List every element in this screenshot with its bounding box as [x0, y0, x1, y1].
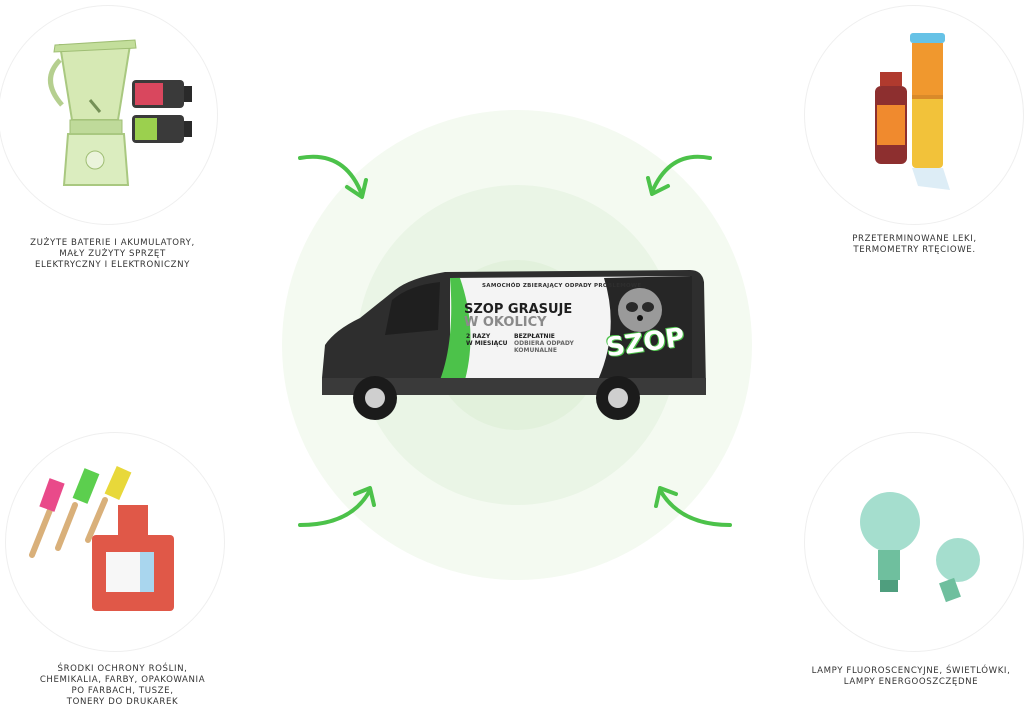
van-free-line-3: KOMUNALNE — [514, 347, 557, 354]
van-headline-2: W OKOLICY — [464, 315, 547, 330]
van-headline-1: SZOP GRASUJE — [464, 302, 573, 317]
label-line: ZUŻYTE BATERIE I AKUMULATORY, — [30, 238, 195, 248]
van-frequency-line-1: 2 RAZY — [466, 333, 491, 340]
label-line: PRZETERMINOWANE LEKI, — [852, 234, 977, 244]
van-free-line-1: BEZPŁATNIE — [514, 333, 555, 340]
label-line: MAŁY ZUŻYTY SPRZĘT — [59, 249, 166, 259]
label-lamps: LAMPY FLUOROSCENCYJNE, ŚWIETLÓWKI, LAMPY… — [800, 666, 1022, 688]
label-line: LAMPY ENERGOOSZCZĘDNE — [843, 677, 979, 687]
label-line: ŚRODKI OCHRONY ROŚLIN, — [57, 664, 188, 674]
van-free-line-2: ODBIERA ODPADY — [514, 340, 574, 347]
label-line: PO FARBACH, TUSZE, — [71, 686, 174, 696]
van-top-strip: SAMOCHÓD ZBIERAJĄCY ODPADY PROBLEMOWE — [482, 283, 642, 289]
van-free-service: BEZPŁATNIE ODBIERA ODPADY KOMUNALNE — [514, 333, 574, 354]
label-line: LAMPY FLUOROSCENCYJNE, ŚWIETLÓWKI, — [811, 666, 1011, 676]
label-line: ELEKTRYCZNY I ELEKTRONICZNY — [35, 260, 190, 270]
label-medicine: PRZETERMINOWANE LEKI, TERMOMETRY RTĘCIOW… — [812, 234, 1017, 256]
label-chemicals: ŚRODKI OCHRONY ROŚLIN, CHEMIKALIA, FARBY… — [20, 664, 225, 708]
lamps-circle — [804, 432, 1024, 652]
label-line: TERMOMETRY RTĘCIOWE. — [853, 245, 976, 255]
label-line: CHEMIKALIA, FARBY, OPAKOWANIA — [39, 675, 206, 685]
van-frequency: 2 RAZY W MIESIĄCU — [466, 333, 507, 347]
label-electronics: ZUŻYTE BATERIE I AKUMULATORY, MAŁY ZUŻYT… — [10, 238, 215, 271]
label-line: TONERY DO DRUKAREK — [66, 697, 179, 707]
van-frequency-line-2: W MIESIĄCU — [466, 340, 508, 347]
